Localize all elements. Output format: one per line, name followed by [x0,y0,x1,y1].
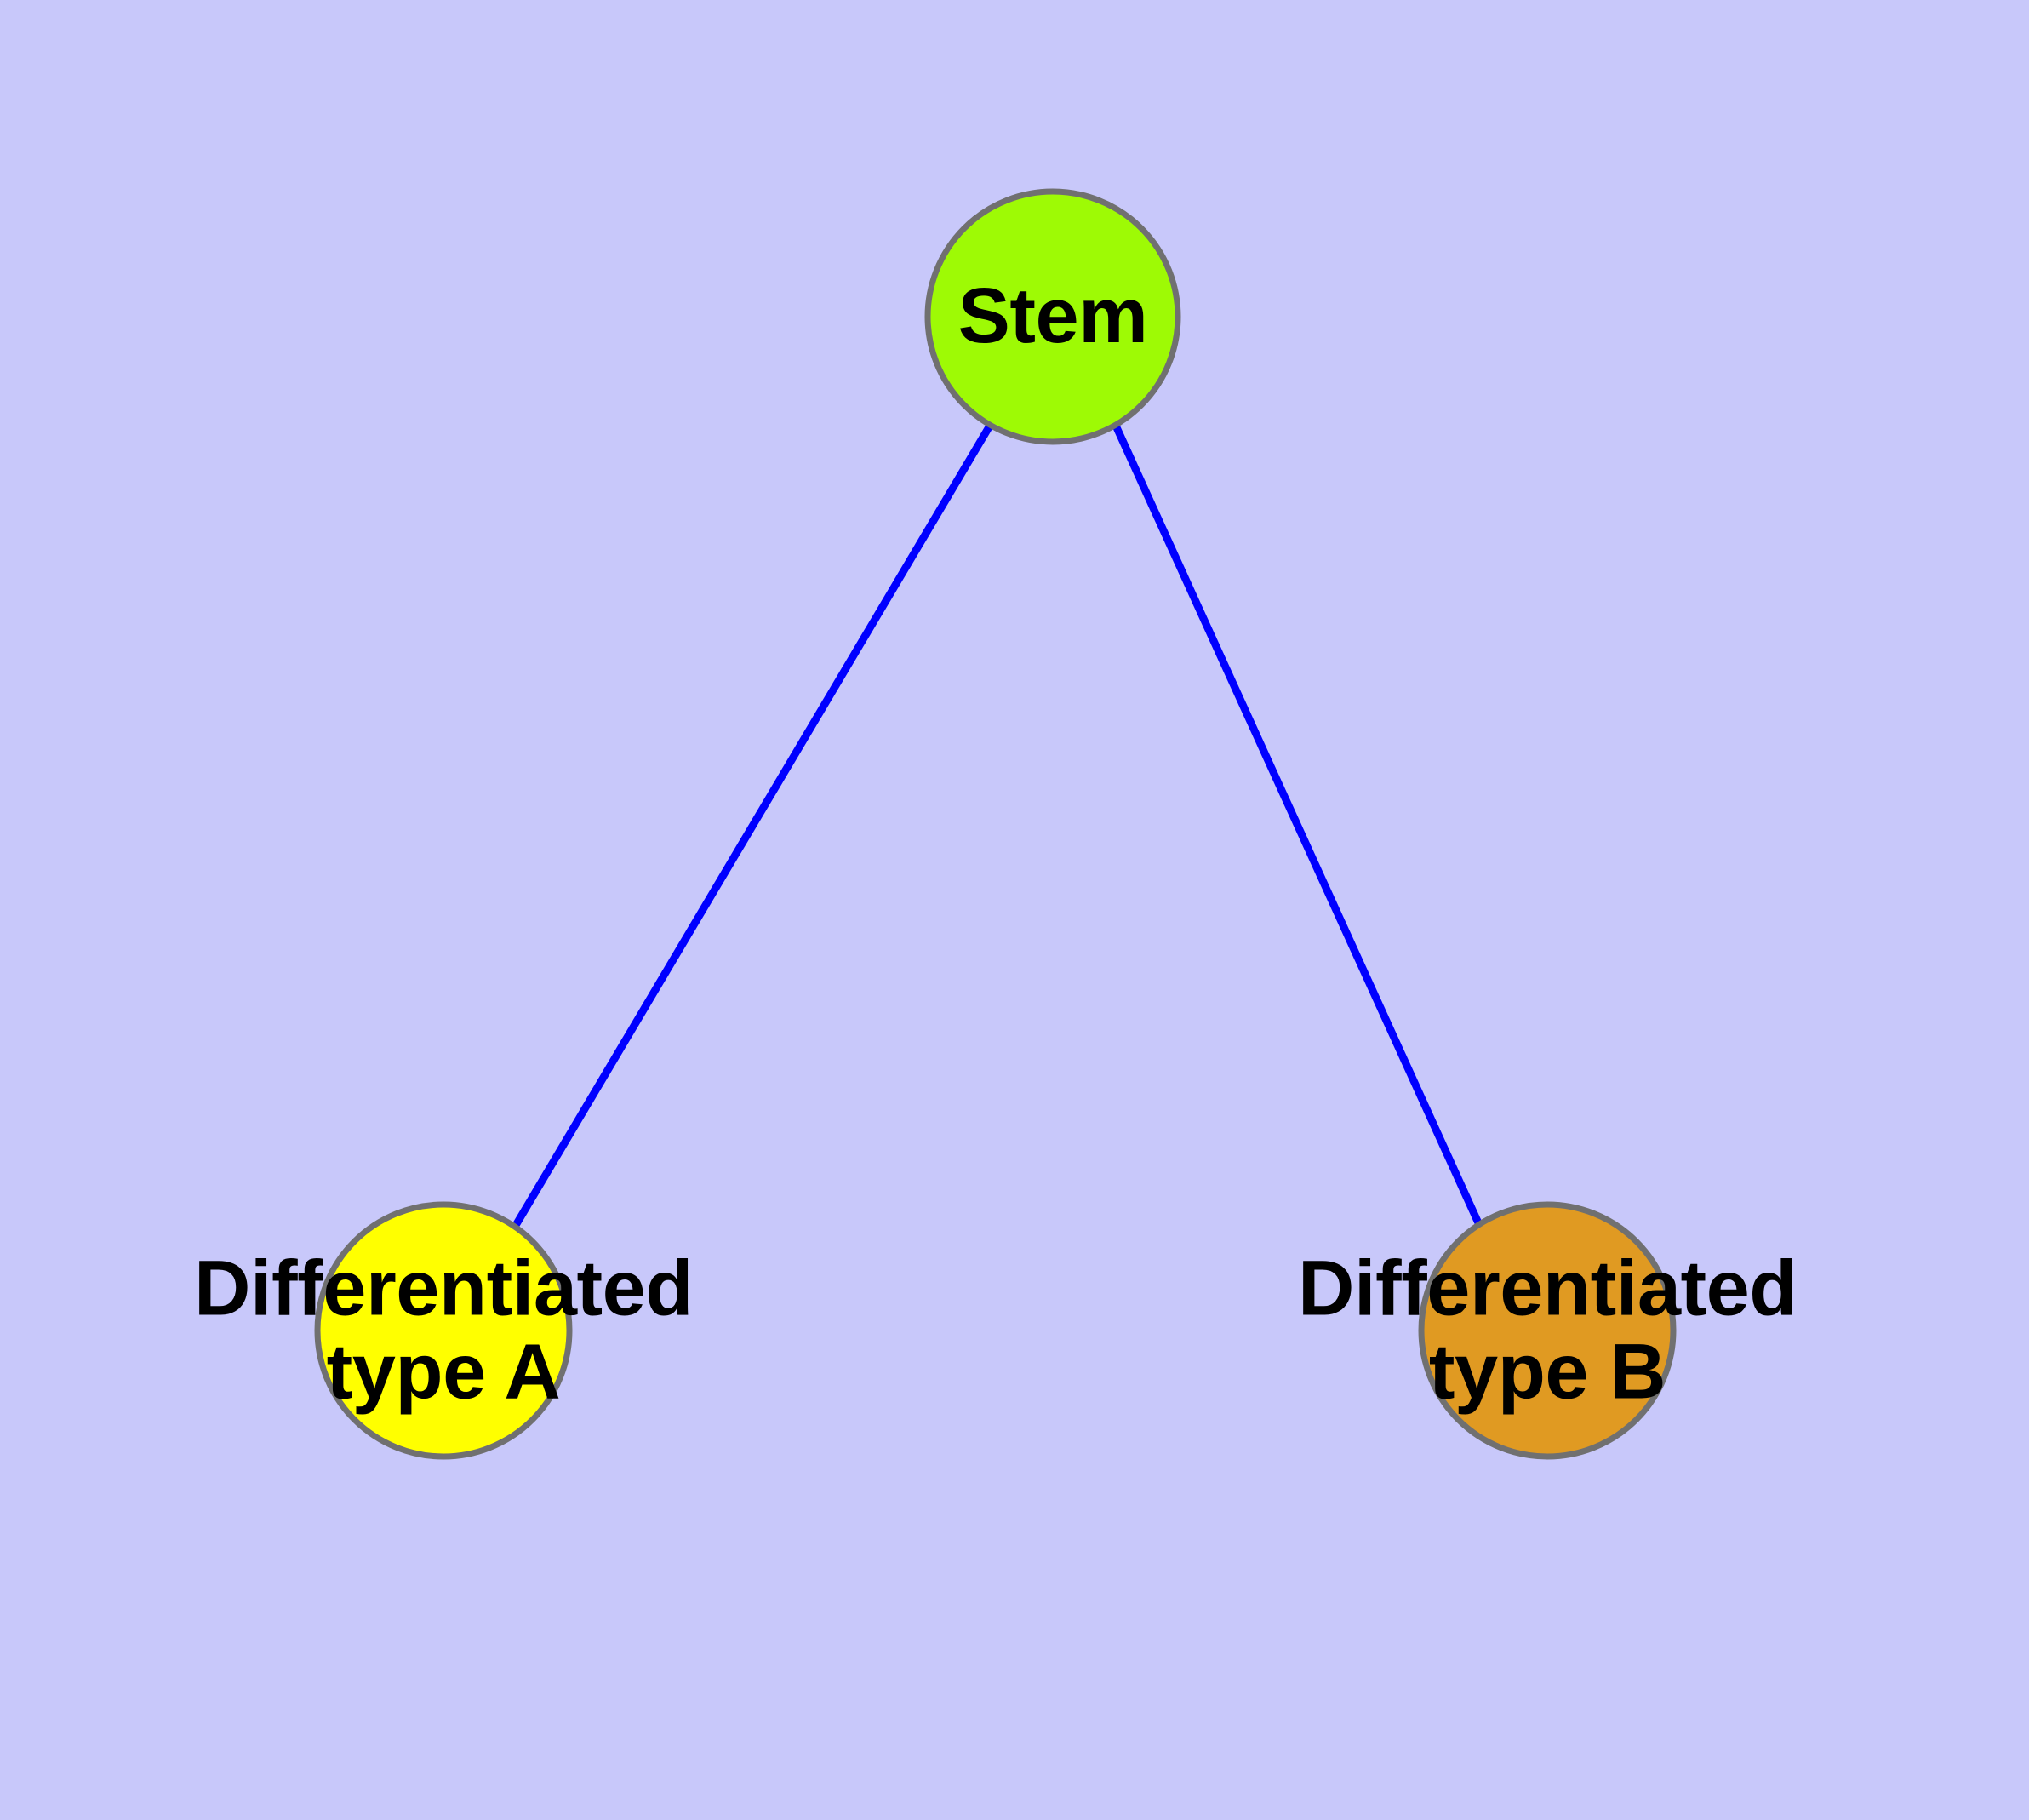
edge-stem-to-differentiated-type-b[interactable] [1112,424,1484,1228]
node-circle-stem[interactable] [924,188,1181,445]
nodes-group [314,188,1677,1460]
node-circle-differentiated-type-a[interactable] [314,1201,573,1460]
edges-group [512,423,1484,1229]
edge-stem-to-differentiated-type-a[interactable] [512,423,993,1229]
node-circle-differentiated-type-b[interactable] [1418,1201,1677,1460]
